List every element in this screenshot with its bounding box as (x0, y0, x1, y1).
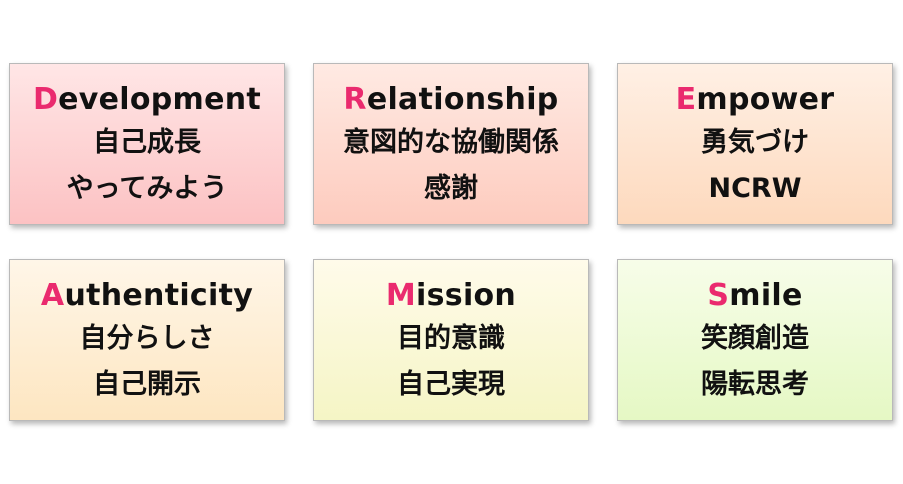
card-line-2: 自己開示 (93, 369, 201, 400)
card-line-1: 目的意識 (397, 323, 505, 354)
title-initial: S (707, 278, 730, 313)
card-relationship: Relationship 意図的な協働関係 感謝 (313, 63, 589, 225)
card-line-1: 勇気づけ (701, 127, 809, 158)
title-rest: mile (729, 278, 803, 313)
card-smile: Smile 笑顔創造 陽転思考 (617, 259, 893, 421)
card-line-1: 笑顔創造 (701, 323, 809, 354)
title-initial: M (385, 278, 417, 313)
card-line-2: 陽転思考 (701, 369, 809, 400)
card-title: Authenticity (41, 276, 253, 316)
card-line-2: 感謝 (424, 173, 478, 204)
card-mission: Mission 目的意識 自己実現 (313, 259, 589, 421)
title-initial: E (675, 82, 697, 117)
title-initial: A (40, 278, 65, 313)
card-line-1: 自己成長 (93, 127, 201, 158)
card-title: Empower (676, 80, 835, 120)
card-title: Smile (707, 276, 802, 316)
title-initial: R (343, 82, 367, 117)
card-title: Development (33, 80, 261, 120)
card-line-1: 自分らしさ (79, 323, 215, 354)
card-development: Development 自己成長 やってみよう (9, 63, 285, 225)
card-line-2: やってみよう (66, 173, 228, 204)
title-initial: D (32, 82, 59, 117)
title-rest: uthenticity (64, 278, 254, 313)
title-rest: elationship (366, 82, 559, 117)
card-title: Relationship (343, 80, 558, 120)
title-rest: ission (416, 278, 517, 313)
title-rest: evelopment (58, 82, 262, 117)
card-line-1: 意図的な協働関係 (343, 127, 559, 158)
card-line-2: 自己実現 (397, 369, 505, 400)
title-rest: mpower (696, 82, 835, 117)
card-empower: Empower 勇気づけ NCRW (617, 63, 893, 225)
card-line-2: NCRW (708, 173, 802, 204)
card-authenticity: Authenticity 自分らしさ 自己開示 (9, 259, 285, 421)
card-title: Mission (386, 276, 516, 316)
